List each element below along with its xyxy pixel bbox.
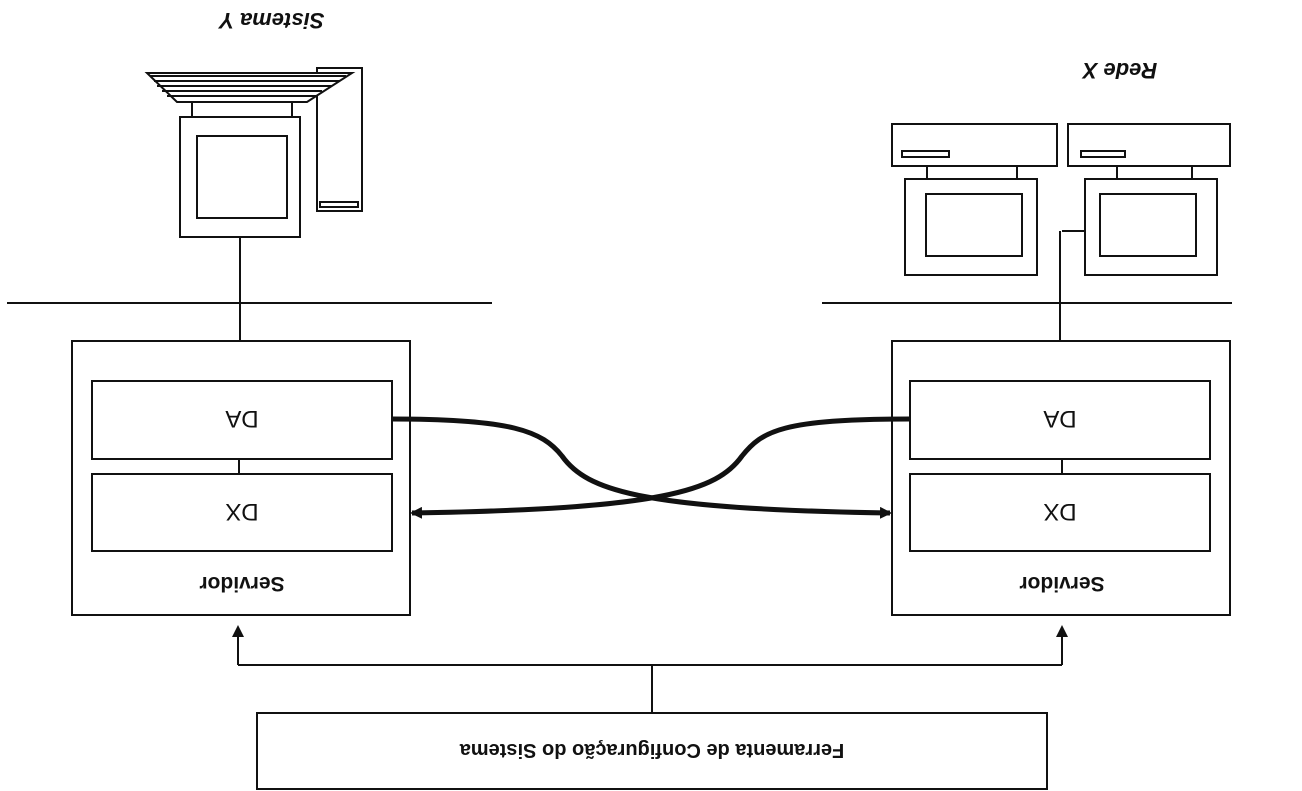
- dx-left-label: DX: [1043, 498, 1076, 525]
- config-tool-label: Ferramenta de Configuração do Sistema: [459, 739, 844, 761]
- workstation-2-cpu: [892, 124, 1057, 166]
- da-right-label: DA: [225, 405, 258, 432]
- server-left-title: Servidor: [1019, 572, 1104, 595]
- da-left-label: DA: [1043, 405, 1076, 432]
- dx-right-label: DX: [225, 498, 258, 525]
- network-x-label: Rede X: [1081, 58, 1157, 83]
- rotated-diagram: Ferramenta de Configuração do Sistema Se…: [7, 8, 1232, 789]
- server-right-title: Servidor: [199, 572, 284, 595]
- workstation-1-cpu: [1068, 124, 1230, 166]
- system-y-computer: [147, 68, 362, 237]
- system-y-label: Sistema Y: [217, 8, 324, 33]
